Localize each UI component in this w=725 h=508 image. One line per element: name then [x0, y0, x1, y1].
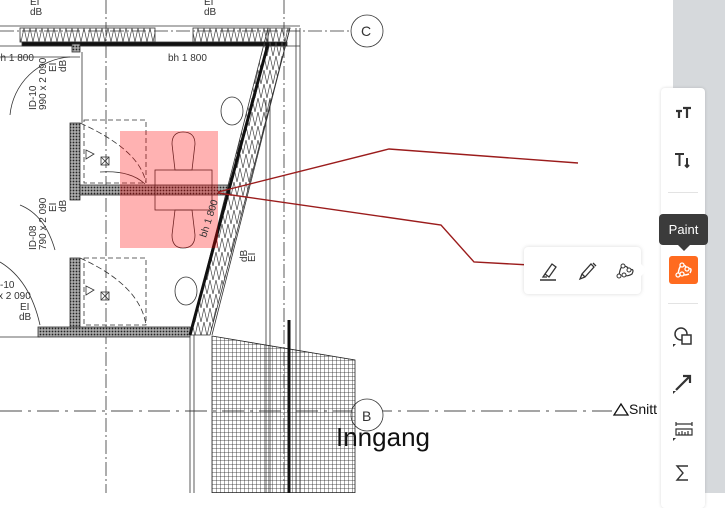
- slanted-wall: [188, 27, 301, 493]
- door-size: 990 x 2 090: [38, 57, 49, 110]
- markup-line[interactable]: [217, 192, 531, 266]
- text-size-icon: [676, 106, 691, 118]
- door-size: x 2 090: [0, 291, 31, 302]
- paint-tooltip: Paint: [659, 214, 708, 251]
- path-icon: [616, 263, 634, 279]
- highlighter-icon: [540, 263, 557, 281]
- shapes-button[interactable]: [661, 320, 705, 352]
- sigma-icon: [675, 465, 688, 481]
- label-bh: bh 1 800: [0, 53, 34, 64]
- text-size-button[interactable]: [661, 97, 705, 129]
- measure-button[interactable]: [661, 414, 705, 446]
- label-ei: EI: [247, 253, 258, 262]
- door-size: 790 x 2 090: [38, 197, 49, 250]
- door-swing: [79, 122, 147, 184]
- door-swing: [79, 257, 147, 326]
- label-db: dB: [19, 312, 32, 323]
- label-db: dB: [58, 59, 69, 72]
- paint-options-popover: [524, 247, 647, 294]
- section-marker[interactable]: Snitt: [612, 401, 657, 417]
- door-id: ID-10: [28, 85, 39, 110]
- markup-line[interactable]: [217, 148, 579, 193]
- text-direction-button[interactable]: [661, 144, 705, 176]
- label-ei: EI: [20, 302, 29, 313]
- highlight-rectangle[interactable]: [120, 131, 218, 248]
- grid-label-c: C: [361, 23, 371, 39]
- room-label: Inngang: [336, 422, 430, 452]
- label-db: dB: [204, 7, 217, 18]
- annotation-toolbar: [661, 88, 705, 508]
- door-swing: [0, 261, 41, 326]
- grid-bubble-c: [350, 14, 384, 48]
- highlighter-button[interactable]: [535, 258, 561, 284]
- paint-path-icon: [674, 262, 692, 278]
- door-swing: [9, 56, 71, 116]
- sum-button[interactable]: [661, 457, 705, 489]
- section-label: Snitt: [629, 401, 657, 417]
- label-ei: EI: [30, 0, 39, 8]
- label-ei: EI: [48, 203, 59, 212]
- grid-label-b: B: [362, 408, 371, 424]
- wall: [69, 257, 81, 336]
- pen-icon: [578, 262, 597, 281]
- pen-button[interactable]: [574, 258, 600, 284]
- path-button[interactable]: [613, 258, 639, 284]
- hatched-area: [211, 335, 356, 493]
- wall: [69, 122, 81, 201]
- label-bh: bh 1 800: [168, 53, 207, 64]
- label-db: dB: [30, 7, 43, 18]
- warning-triangle-icon: [612, 402, 630, 416]
- label-ei: EI: [48, 63, 59, 72]
- door-id: -10: [0, 280, 15, 291]
- wall: [37, 326, 191, 338]
- top-wall: [0, 25, 300, 53]
- label-db: dB: [58, 199, 69, 212]
- label-ei: EI: [204, 0, 213, 8]
- arrow-button[interactable]: [661, 367, 705, 399]
- arrow-icon: [673, 374, 692, 394]
- door-id: ID-08: [28, 225, 39, 250]
- shapes-icon: [673, 327, 692, 347]
- drawing-canvas[interactable]: EI dB EI dB bh 1 800 bh 1 800 ID-10 990 …: [0, 0, 725, 493]
- ruler-icon: [673, 422, 693, 441]
- label-db: dB: [239, 249, 250, 262]
- paint-button[interactable]: [669, 256, 698, 284]
- text-direction-icon: [675, 153, 690, 169]
- toilet-fixtures: [154, 96, 244, 306]
